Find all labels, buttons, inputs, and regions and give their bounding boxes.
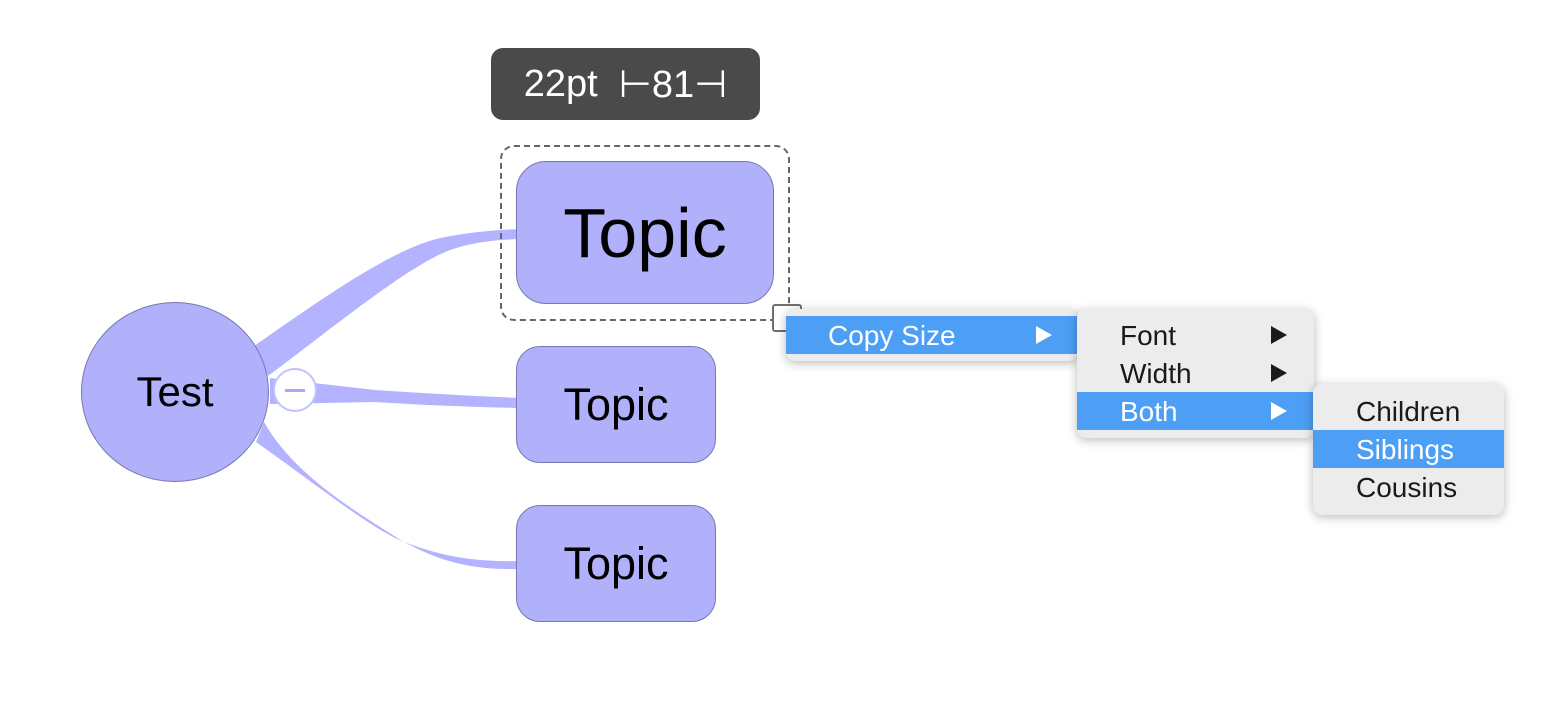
selection-outline <box>500 145 790 321</box>
menu-item-both[interactable]: Both <box>1077 392 1314 430</box>
collapse-toggle-icon[interactable] <box>273 368 317 412</box>
menu-item-children[interactable]: Children <box>1313 392 1504 430</box>
menu-item-width[interactable]: Width <box>1077 354 1314 392</box>
menu-item-label: Children <box>1356 396 1461 427</box>
menu-item-label: Copy Size <box>828 320 956 351</box>
menu-item-cousins[interactable]: Cousins <box>1313 468 1504 506</box>
submenu-arrow-icon <box>1271 402 1287 420</box>
topic-node[interactable]: Topic <box>516 505 716 622</box>
topic-label: Topic <box>563 537 669 589</box>
topic-node-selected[interactable]: Topic <box>516 161 774 304</box>
font-size-readout: 22pt <box>523 62 598 105</box>
menu-item-font[interactable]: Font <box>1077 316 1314 354</box>
menu-item-label: Width <box>1120 358 1192 389</box>
branch-connector-1 <box>254 229 520 376</box>
branch-connector-2 <box>270 378 520 408</box>
context-menu: Copy Size <box>786 309 1078 361</box>
menu-item-siblings[interactable]: Siblings <box>1313 430 1504 468</box>
root-node-label: Test <box>136 368 214 415</box>
root-node[interactable]: Test <box>81 302 269 482</box>
topic-node[interactable]: Topic <box>516 346 716 463</box>
topic-label: Topic <box>563 193 727 272</box>
both-submenu: Children Siblings Cousins <box>1313 384 1504 515</box>
menu-item-label: Both <box>1120 396 1178 427</box>
submenu-arrow-icon <box>1036 326 1052 344</box>
branch-connector-3 <box>256 422 520 570</box>
submenu-arrow-icon <box>1271 326 1287 344</box>
width-readout: ⊢81⊣ <box>618 63 728 106</box>
copy-size-submenu: Font Width Both <box>1077 309 1314 438</box>
menu-item-copy-size[interactable]: Copy Size <box>786 316 1078 354</box>
topic-label: Topic <box>563 378 669 430</box>
menu-item-label: Cousins <box>1356 472 1458 503</box>
size-tooltip: 22pt ⊢81⊣ <box>491 48 760 120</box>
menu-item-label: Font <box>1120 320 1177 351</box>
submenu-arrow-icon <box>1271 364 1287 382</box>
menu-item-label: Siblings <box>1356 434 1455 465</box>
